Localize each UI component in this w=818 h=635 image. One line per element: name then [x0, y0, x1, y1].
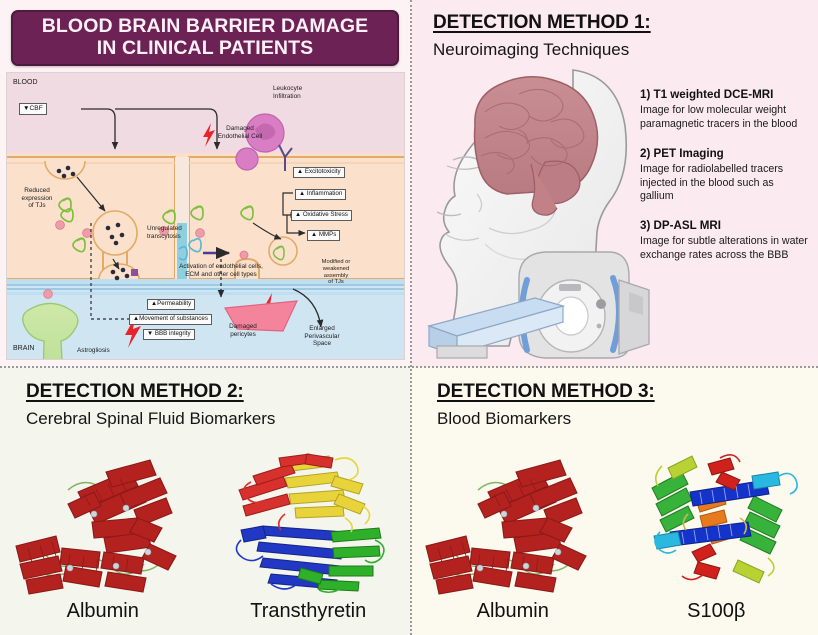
cascade-inflammation: ▲ Inflammation [295, 189, 347, 201]
blood-region-label: BLOOD [13, 79, 38, 86]
biomarker-transthyretin: Transthyretin [206, 441, 412, 631]
transcytosis-vesicles [44, 160, 140, 281]
method1-subheading: Neuroimaging Techniques [433, 40, 630, 59]
brain [473, 76, 599, 216]
biomarker-s100b: S100β [615, 441, 818, 631]
leukocyte-infiltration-label: Leukocyte Infiltration [273, 85, 303, 100]
method-item-1-title: 1) T1 weighted DCE-MRI [640, 88, 774, 101]
method-item-2: 2) PET Imaging Image for radiolabelled t… [640, 147, 810, 204]
damaged-endothelial-cell-label: Damaged Endothelial Cell [217, 125, 263, 140]
method2-heading: DETECTION METHOD 2: [26, 381, 244, 402]
title-line-2: IN CLINICAL PATIENTS [96, 37, 314, 59]
blood-biomarker-grid: Albumin [411, 441, 818, 631]
biomarker-name-transthyretin: Transthyretin [250, 600, 367, 622]
method-item-1-desc: Image for low molecular weight paramagne… [640, 104, 798, 130]
tj-outcome-arrow [90, 223, 140, 323]
reduced-tjs-label: Reduced expression of TJs [21, 187, 53, 210]
pvs-arrow [292, 288, 324, 328]
title-line-1: BLOOD BRAIN BARRIER DAMAGE [41, 15, 369, 38]
method3-subheading: Blood Biomarkers [437, 409, 572, 428]
damaged-pericytes-label: Damaged pericytes [229, 323, 257, 338]
arrow-to-vesicle [252, 222, 282, 240]
activation-label: Activation of endothelial cells, ECM and… [179, 263, 263, 278]
modified-tjs-label: Modified or weakened assembly of TJs [321, 259, 351, 286]
blood-region [7, 73, 404, 165]
method-item-3-title: 3) DP-ASL MRI [640, 219, 721, 233]
panel-blood-biomarkers: DETECTION METHOD 3: Blood Biomarkers [411, 367, 818, 635]
albumin-structure-icon-2 [425, 459, 587, 595]
cascade-mmps: ▲ MMPs [307, 230, 341, 242]
outcome-bbb-integrity: ▼ BBB integrity [143, 329, 195, 341]
panel-csf-biomarkers: DETECTION METHOD 2: Cerebral Spinal Flui… [0, 367, 411, 635]
biomarker-albumin-blood: Albumin [411, 441, 615, 631]
brain-region-label: BRAIN [13, 345, 35, 352]
method3-heading: DETECTION METHOD 3: [437, 381, 655, 402]
csf-biomarker-grid: Albumin [0, 441, 411, 631]
panel-neuroimaging: DETECTION METHOD 1: Neuroimaging Techniq… [411, 0, 818, 367]
astrocyte [22, 302, 79, 359]
cascade-oxidative-stress: ▲ Oxidative Stress [291, 210, 352, 222]
method-item-3-desc: Image for subtle alterations in water ex… [640, 235, 808, 262]
tight-junction-proteins [58, 197, 254, 261]
method2-subheading: Cerebral Spinal Fluid Biomarkers [26, 409, 276, 428]
tj-receptor-dots [43, 220, 249, 299]
basement-membrane [7, 279, 404, 295]
transported-molecule [131, 269, 138, 276]
outcome-movement: ▲Movement of substances [129, 314, 212, 326]
method-item-3: 3) DP-ASL MRI Image for subtle alteratio… [640, 219, 810, 263]
figure-title-text: BLOOD BRAIN BARRIER DAMAGE IN CLINICAL P… [41, 15, 369, 60]
cbf-arrows [81, 108, 221, 150]
biomarker-albumin-csf: Albumin [0, 441, 206, 631]
detached-tj-vesicle [268, 236, 298, 266]
tight-junction-gap [177, 223, 187, 279]
panel-bbb-damage: BLOOD BRAIN BARRIER DAMAGE IN CLINICAL P… [0, 0, 411, 367]
method1-heading-block: DETECTION METHOD 1: Neuroimaging Techniq… [433, 12, 651, 60]
biomarker-name-albumin-csf: Albumin [66, 600, 139, 622]
outcome-permeability: ▲Permeability [147, 299, 196, 311]
figure-title-banner: BLOOD BRAIN BARRIER DAMAGE IN CLINICAL P… [11, 10, 399, 66]
biomarker-name-albumin-blood: Albumin [476, 600, 549, 622]
cascade-arrows [282, 192, 306, 237]
transthyretin-structure-icon [235, 453, 385, 594]
cascade-excitotoxicity: ▲ Excitotoxicity [293, 167, 345, 179]
damaged-pericyte [224, 300, 298, 332]
neuroimaging-method-list: 1) T1 weighted DCE-MRI Image for low mol… [640, 88, 810, 278]
method-item-1: 1) T1 weighted DCE-MRI Image for low mol… [640, 88, 810, 132]
method3-heading-block: DETECTION METHOD 3: Blood Biomarkers [437, 381, 655, 429]
method-item-2-desc: Image for radiolabelled tracers injected… [640, 162, 784, 203]
biomarker-name-s100b: S100β [687, 600, 746, 622]
leukocyte [235, 113, 293, 171]
method2-heading-block: DETECTION METHOD 2: Cerebral Spinal Flui… [26, 381, 275, 429]
s100b-structure-icon [651, 454, 798, 584]
mri-scanner [426, 251, 650, 359]
bbb-damage-diagram: BLOOD BRAIN ▼CBF Reduced expression of T… [6, 72, 405, 360]
cbf-box-label: ▼CBF [19, 103, 47, 115]
enlarged-pvs-label: Enlarged Perivascular Space [304, 325, 340, 348]
albumin-structure-icon [15, 459, 177, 595]
method-item-2-title: 2) PET Imaging [640, 146, 724, 160]
astrogliosis-label: Astrogliosis [77, 347, 110, 354]
mri-head-scanner-illustration [426, 69, 650, 359]
unregulated-transcytosis-label: Unregulated transcytosis [147, 225, 182, 240]
method1-heading: DETECTION METHOD 1: [433, 12, 651, 33]
